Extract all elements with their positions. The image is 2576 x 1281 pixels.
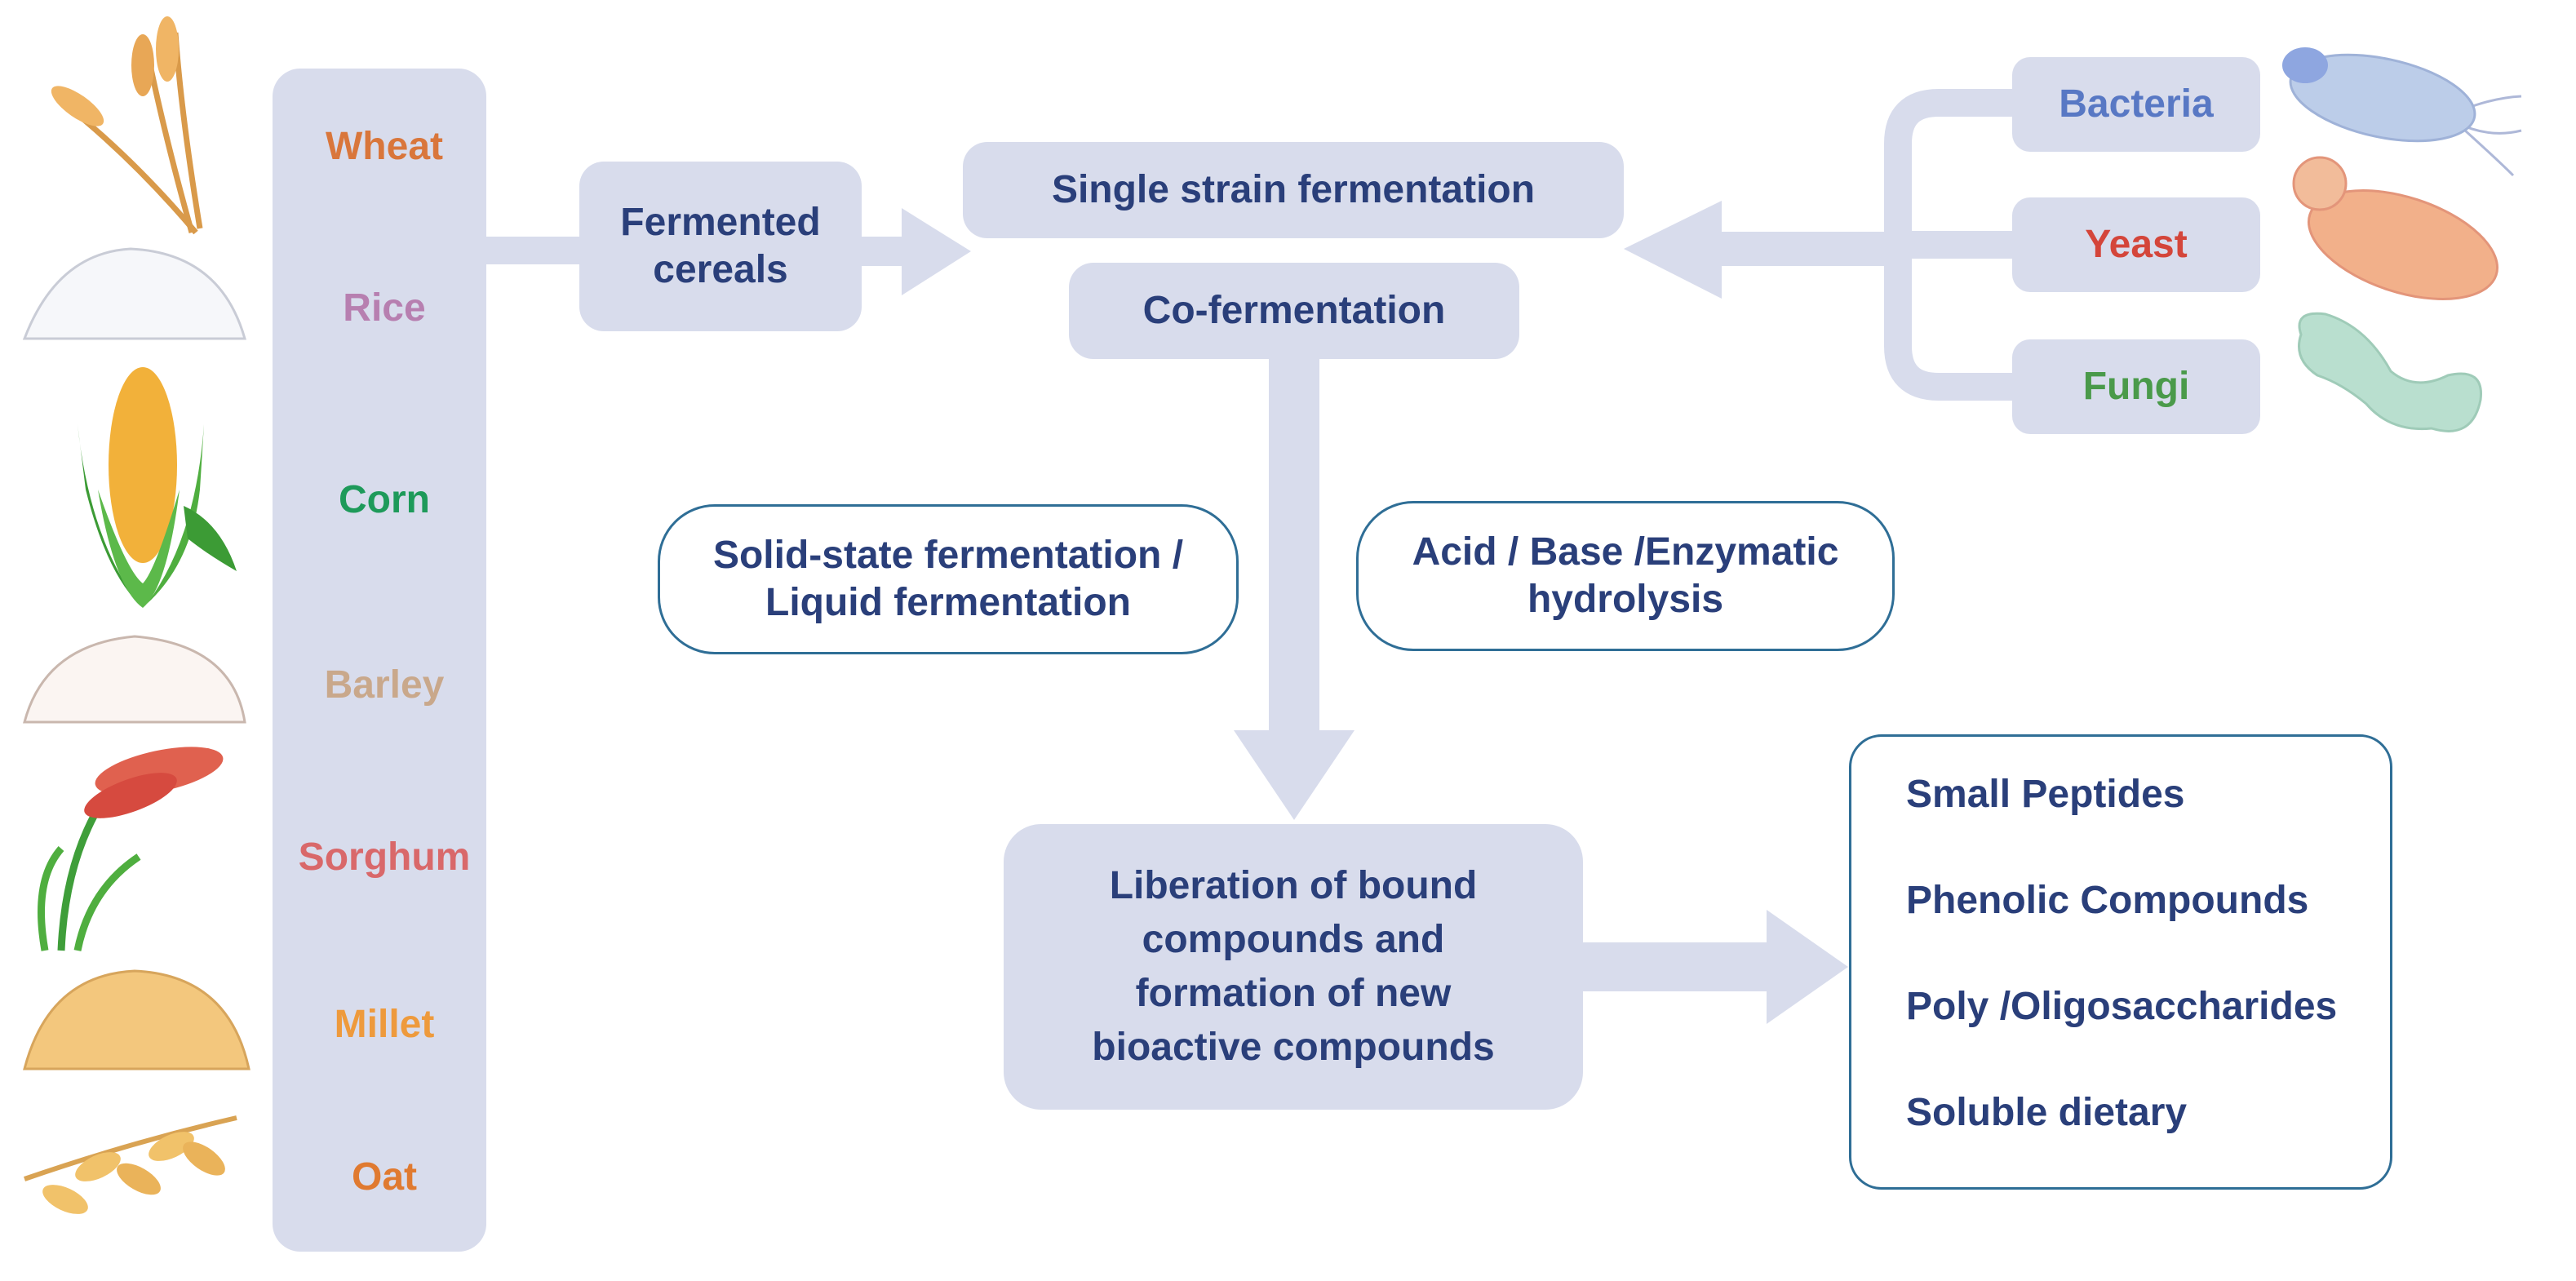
output-oligosaccharides: Poly /Oligosaccharides: [1906, 985, 2338, 1028]
barley-icon: [23, 635, 246, 724]
output-soluble-dietary: Soluble dietary: [1906, 1091, 2188, 1134]
yeast-label: Yeast: [2085, 223, 2188, 267]
oat-icon: [24, 1115, 237, 1214]
cereal-column: [273, 69, 486, 1252]
cereal-label-sorghum: Sorghum: [298, 836, 471, 879]
connector-cereals-to-fermented: [486, 237, 584, 264]
yeast-box: Yeast: [2012, 197, 2260, 292]
microbe-icons: [2282, 47, 2522, 432]
fungi-icon: [2298, 312, 2482, 432]
bacteria-label: Bacteria: [2059, 82, 2214, 126]
cereal-label-rice: Rice: [343, 286, 426, 330]
arrow-down-to-liberation: [1234, 351, 1355, 820]
liberation-line-2: compounds and: [1142, 917, 1445, 961]
sorghum-icon: [38, 747, 224, 951]
output-small-peptides: Small Peptides: [1906, 773, 2185, 816]
fermented-cereals-box: Fermented cereals: [579, 162, 862, 331]
method-right-line-1: Acid / Base /Enzymatic: [1412, 530, 1839, 574]
cereal-label-wheat: Wheat: [326, 125, 443, 168]
fermented-cereals-label: Fermented cereals: [620, 201, 821, 291]
cereal-label-corn: Corn: [339, 478, 430, 521]
arrow-to-outputs: [1579, 910, 1848, 1024]
arrow-to-single-strain: [861, 208, 971, 295]
cereal-label-oat: Oat: [351, 1155, 417, 1199]
hydrolysis-oval: Acid / Base /Enzymatic hydrolysis: [1356, 501, 1895, 651]
yeast-icon: [2292, 156, 2499, 300]
bacteria-icon: [2282, 47, 2522, 177]
rice-icon: [22, 247, 246, 340]
liberation-line-3: formation of new: [1135, 972, 1452, 1015]
fungi-box: Fungi: [2012, 339, 2260, 434]
single-strain-fermentation-box: Single strain fermentation: [963, 142, 1624, 238]
liberation-line-1: Liberation of bound: [1109, 863, 1478, 907]
bioactive-outputs-box: [1849, 734, 2392, 1190]
cereal-icons: [22, 16, 251, 1214]
method-left-line-1: Solid-state fermentation /: [712, 534, 1184, 578]
method-right-line-2: hydrolysis: [1527, 578, 1724, 621]
output-phenolic-compounds: Phenolic Compounds: [1906, 879, 2309, 922]
millet-icon: [23, 969, 251, 1070]
connector-yeast: [1898, 231, 2028, 259]
cereal-label-millet: Millet: [334, 1003, 435, 1046]
liberation-box: Liberation of bound compounds and format…: [1004, 824, 1583, 1110]
bacteria-box: Bacteria: [2012, 57, 2260, 152]
co-fermentation-box: Co-fermentation: [1069, 263, 1519, 359]
fungi-label: Fungi: [2082, 365, 2190, 409]
liberation-line-4: bioactive compounds: [1092, 1026, 1495, 1070]
cereal-label-barley: Barley: [324, 663, 445, 707]
corn-icon: [78, 367, 237, 608]
wheat-icon: [51, 16, 203, 235]
solid-liquid-fermentation-oval: Solid-state fermentation / Liquid fermen…: [658, 504, 1239, 654]
method-left-line-2: Liquid fermentation: [765, 581, 1131, 624]
co-fermentation-label: Co-fermentation: [1142, 289, 1446, 333]
single-strain-label: Single strain fermentation: [1051, 168, 1536, 212]
arrow-microbes-to-single-strain: [1624, 201, 1898, 299]
